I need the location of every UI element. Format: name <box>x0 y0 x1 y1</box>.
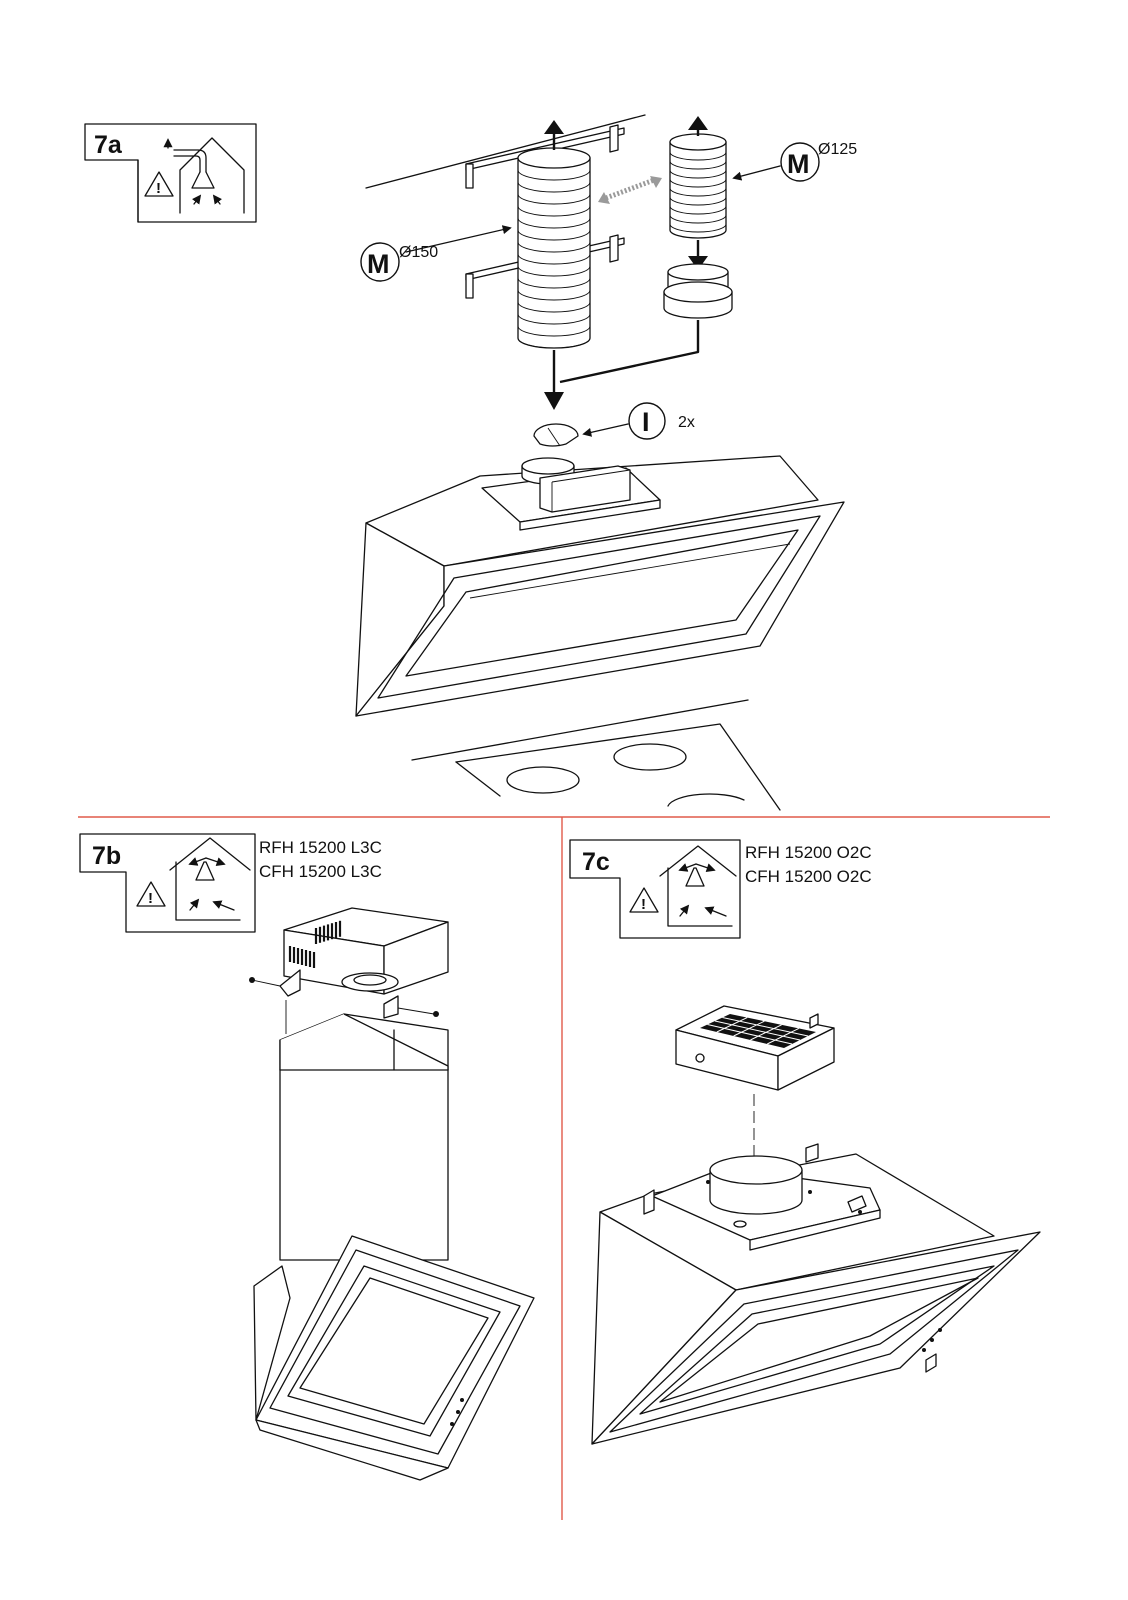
svg-text:!: ! <box>641 896 646 913</box>
reducer-adapter <box>663 263 733 319</box>
recirculation-filter-module <box>675 1005 835 1160</box>
recirculation-icon <box>659 845 737 927</box>
duct-150 <box>517 120 591 349</box>
duct-ring <box>669 169 727 179</box>
duct-ring <box>517 181 591 193</box>
duct-ring <box>669 178 727 188</box>
panel-7b: 7b ! RFH 15200 L3C CFH 15200 L3C <box>79 833 535 1481</box>
duct-125 <box>669 116 727 270</box>
hood-7a <box>355 455 845 717</box>
recirculation-icon <box>169 837 251 921</box>
panel-label-7b: 7b <box>92 842 121 870</box>
filter-grid-line <box>707 1024 793 1045</box>
duct-ring <box>517 265 591 277</box>
filter-grid-line <box>766 1027 800 1045</box>
duct-ring <box>669 223 727 233</box>
part-diameter: Ø150 <box>399 244 438 261</box>
duct-ring <box>669 205 727 215</box>
callout-duct-150: M Ø150 <box>360 225 512 282</box>
part-letter: M <box>787 149 810 179</box>
duct-ring <box>517 193 591 205</box>
model-7c-1: RFH 15200 O2C <box>745 843 872 862</box>
icon-box-7b: 7b ! <box>79 833 256 933</box>
panel-dividers <box>78 816 1050 1520</box>
routing-arrow <box>544 320 700 410</box>
filter-grid-line <box>722 1017 809 1037</box>
panel-label-7c: 7c <box>582 848 610 876</box>
duct-ring <box>669 214 727 224</box>
exhaust-air-icon <box>163 137 245 214</box>
duct-ring <box>517 253 591 265</box>
duct-ring <box>517 241 591 253</box>
duct-ring <box>517 205 591 217</box>
filter-grid-line <box>750 1024 782 1041</box>
panel-7a: 7a ! <box>84 114 857 811</box>
model-7b-2: CFH 15200 L3C <box>259 862 382 881</box>
callout-duct-125: M Ø125 <box>732 141 857 182</box>
carbon-filter-box <box>249 907 449 1034</box>
backflow-flap <box>533 423 579 447</box>
duct-ring <box>669 196 727 206</box>
duct-ring <box>517 301 591 313</box>
filter-grid-line <box>714 1020 801 1041</box>
duct-ring <box>517 337 591 349</box>
panel-label-7a: 7a <box>94 131 123 159</box>
duct-ring <box>669 187 727 197</box>
chimney <box>279 1013 449 1261</box>
panel-7c: 7c ! RFH 15200 O2C CFH 15200 O2C <box>569 839 1041 1445</box>
hood-7c <box>591 1143 1041 1445</box>
svg-text:!: ! <box>148 890 153 907</box>
part-letter: I <box>642 407 650 437</box>
filter-grid-line <box>716 1017 748 1033</box>
warning-icon: ! <box>629 887 659 913</box>
duct-ring <box>517 289 591 301</box>
cooktop <box>411 699 781 811</box>
icon-box-7c: 7c ! <box>569 839 741 939</box>
part-letter: M <box>367 249 390 279</box>
interchange-arrow <box>598 176 662 204</box>
duct-ring <box>517 277 591 289</box>
filter-grid-line <box>733 1020 765 1037</box>
icon-box-7a: 7a ! <box>84 123 257 223</box>
part-diameter: Ø125 <box>818 141 857 158</box>
duct-ring <box>669 160 727 170</box>
model-7b-1: RFH 15200 L3C <box>259 838 382 857</box>
duct-ring <box>517 313 591 325</box>
callout-flap: I 2x <box>582 402 695 440</box>
warning-icon: ! <box>136 881 166 907</box>
model-7c-2: CFH 15200 O2C <box>745 867 872 886</box>
duct-ring <box>669 151 727 161</box>
hood-7b <box>253 1235 535 1481</box>
duct-ring <box>517 217 591 229</box>
part-quantity: 2x <box>678 414 695 431</box>
duct-ring <box>517 169 591 181</box>
warning-icon: ! <box>144 171 174 197</box>
duct-ring <box>517 229 591 241</box>
svg-text:!: ! <box>156 180 161 197</box>
duct-ring <box>517 325 591 337</box>
